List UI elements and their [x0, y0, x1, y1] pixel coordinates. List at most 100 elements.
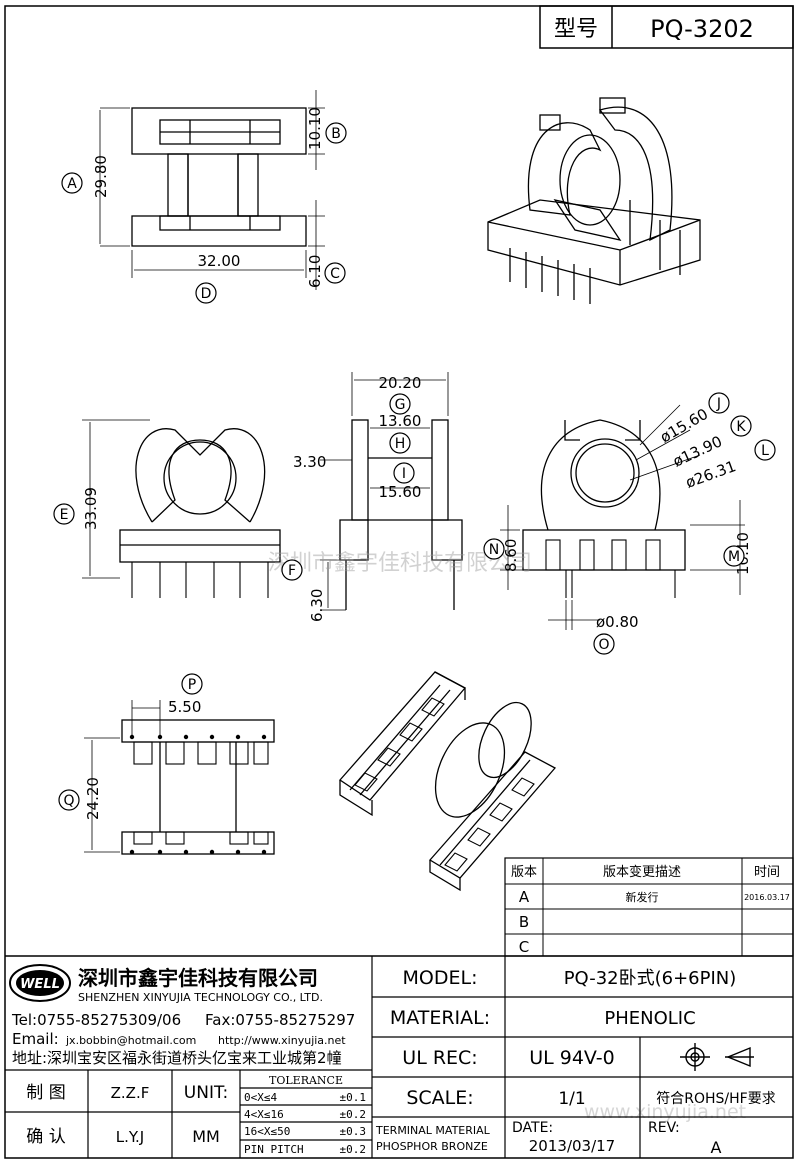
dim-G-value: 20.20 — [379, 374, 422, 392]
callout-M: M — [723, 545, 745, 567]
company-address: 地址:深圳宝安区福永街道桥头亿宝来工业城第2幢 — [12, 1049, 342, 1067]
dim-H-left-value: 3.30 — [293, 453, 326, 471]
material-value: PHENOLIC — [604, 1008, 695, 1029]
company-web: http://www.xinyujia.net — [218, 1034, 346, 1047]
callout-F: F — [281, 559, 303, 581]
company-tel: Tel:0755-85275309/06 — [11, 1011, 181, 1029]
tolerance-range: PIN PITCH — [244, 1143, 304, 1156]
dim-D-value: 32.00 — [198, 252, 241, 270]
callout-D: D — [195, 282, 217, 304]
model-label: MODEL: — [403, 967, 478, 989]
date-label: DATE: — [512, 1120, 553, 1136]
rev-row-version: C — [519, 938, 529, 956]
unit-label: UNIT: — [184, 1083, 228, 1103]
tolerance-value: ±0.1 — [340, 1091, 367, 1104]
callout-letter: A — [67, 176, 77, 192]
end-view — [500, 404, 745, 630]
callout-H: H — [389, 432, 411, 454]
material-label: MATERIAL: — [390, 1007, 490, 1029]
company-email: jx.bobbin@hotmail.com — [65, 1034, 196, 1047]
ul-value: UL 94V-0 — [529, 1047, 615, 1069]
isometric-view-top — [487, 97, 701, 304]
bottom-view — [84, 700, 275, 855]
dim-B-value: 10.10 — [306, 107, 324, 150]
type-label: 型号 — [554, 17, 598, 42]
callout-letter: N — [489, 542, 499, 558]
callout-letter: J — [716, 396, 721, 412]
top-view — [99, 90, 325, 290]
dim-Q-value: 24.20 — [84, 777, 102, 820]
rev-header-date: 时间 — [754, 865, 780, 880]
callout-letter: L — [761, 443, 769, 459]
side-view — [320, 372, 463, 611]
callout-letter: B — [331, 126, 341, 142]
model-value: PQ-32卧式(6+6PIN) — [564, 968, 737, 989]
drawn-label: 制 图 — [26, 1083, 65, 1103]
callout-J: J — [708, 392, 730, 414]
rev-label: REV: — [648, 1120, 680, 1136]
tolerance-range: 0<X≤4 — [244, 1091, 277, 1104]
tolerance-title: TOLERANCE — [269, 1074, 343, 1087]
dim-H-value: 13.60 — [379, 412, 422, 430]
callout-letter: M — [728, 549, 740, 565]
dim-N-value: 8.60 — [502, 539, 520, 572]
callout-letter: O — [598, 637, 609, 653]
callout-B: B — [325, 122, 347, 144]
ul-symbols — [680, 1043, 754, 1071]
header-box: 型号 PQ-3202 — [539, 5, 794, 49]
callout-letter: H — [395, 436, 406, 452]
tolerance-value: ±0.3 — [340, 1125, 367, 1138]
checked-by: L.Y.J — [116, 1128, 144, 1146]
callout-letter: C — [330, 266, 340, 282]
dim-C-value: 6.10 — [306, 255, 324, 288]
callout-Q: Q — [58, 789, 80, 811]
rev-row-version: A — [519, 888, 530, 906]
rev-row-date: 2016.03.17 — [744, 893, 790, 902]
dim-P-value: 5.50 — [168, 698, 201, 716]
dim-E-value: 33.09 — [82, 487, 100, 530]
dim-I-value: 15.60 — [379, 483, 422, 501]
rev-row-version: B — [519, 913, 529, 931]
callout-letter: G — [395, 397, 406, 413]
rohs-label: 符合ROHS/HF要求 — [656, 1091, 775, 1107]
callout-O: O — [593, 633, 615, 655]
sheet-border — [4, 5, 794, 1159]
company-fax: Fax:0755-85275297 — [205, 1011, 355, 1029]
dim-A-value: 29.80 — [92, 155, 110, 198]
callout-C: C — [324, 262, 346, 284]
date-value: 2013/03/17 — [529, 1137, 615, 1155]
dim-F-value: 6.30 — [308, 589, 326, 622]
unit-value: MM — [192, 1127, 220, 1146]
tolerance-value: ±0.2 — [340, 1108, 367, 1121]
callout-L: L — [754, 439, 776, 461]
callout-A: A — [61, 172, 83, 194]
callout-I: I — [393, 462, 415, 484]
model-code: PQ-3202 — [650, 15, 754, 43]
rev-header-desc: 版本变更描述 — [603, 864, 681, 880]
callout-N: N — [483, 538, 505, 560]
rev-header-version: 版本 — [511, 865, 537, 880]
scale-value: 1/1 — [558, 1089, 585, 1109]
callout-letter: F — [288, 563, 296, 579]
tolerance-value: ±0.2 — [340, 1143, 367, 1156]
rev-row-desc: 新发行 — [626, 890, 659, 904]
terminal-label: TERMINAL MATERIAL — [375, 1124, 491, 1137]
company-name-cn: 深圳市鑫宇佳科技有限公司 — [78, 966, 318, 990]
dim-O-value: ø0.80 — [596, 613, 639, 631]
callout-K: K — [730, 415, 752, 437]
title-block — [5, 955, 793, 1158]
front-view — [82, 419, 281, 598]
tolerance-range: 4<X≤16 — [244, 1108, 284, 1121]
ul-label: UL REC: — [402, 1047, 477, 1069]
company-email-label: Email: — [12, 1030, 59, 1048]
isometric-view-bottom — [339, 671, 557, 892]
scale-label: SCALE: — [406, 1087, 473, 1109]
company-name-en: SHENZHEN XINYUJIA TECHNOLOGY CO., LTD. — [78, 991, 323, 1004]
drawn-by: Z.Z.F — [111, 1084, 150, 1102]
terminal-value: PHOSPHOR BRONZE — [376, 1140, 488, 1153]
logo-text: WELL — [20, 977, 60, 992]
check-label: 确 认 — [26, 1127, 65, 1147]
callout-letter: D — [201, 286, 212, 302]
callout-E: E — [53, 503, 75, 525]
